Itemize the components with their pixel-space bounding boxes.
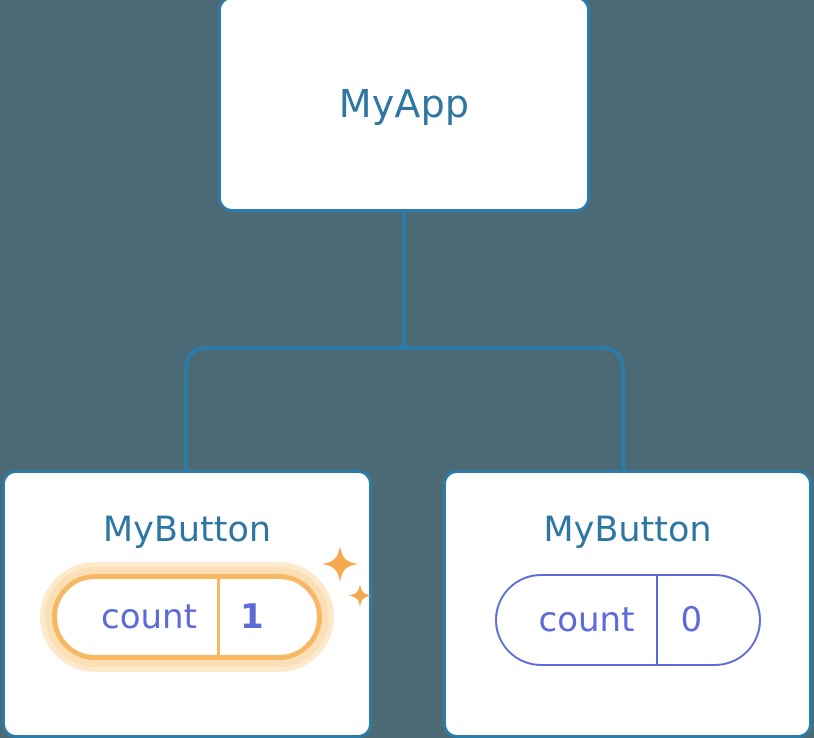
component-node-mybutton-right[interactable]: MyButton count 0 bbox=[443, 470, 812, 738]
state-pill-wrap: count 0 bbox=[494, 574, 761, 666]
component-node-content: MyButton count 1 bbox=[5, 510, 372, 660]
connector-branch-right bbox=[404, 346, 625, 474]
component-node-title: MyButton bbox=[543, 510, 712, 550]
sparkles-icon bbox=[322, 546, 372, 607]
component-node-myapp[interactable]: MyApp bbox=[218, 0, 590, 212]
component-node-title: MyApp bbox=[338, 82, 470, 126]
state-value-label: 0 bbox=[656, 576, 742, 664]
component-node-title: MyButton bbox=[102, 510, 272, 550]
state-key-label: count bbox=[101, 597, 197, 637]
state-pill-wrap: count 1 bbox=[52, 546, 372, 660]
component-node-content: MyButton count 0 bbox=[446, 513, 809, 666]
component-node-mybutton-left[interactable]: MyButton count 1 bbox=[2, 470, 372, 738]
state-pill-highlighted[interactable]: count 1 bbox=[52, 574, 322, 660]
state-pill[interactable]: count 0 bbox=[494, 574, 761, 666]
state-key-label: count bbox=[538, 600, 635, 640]
state-value-label: 1 bbox=[216, 579, 304, 655]
connector-branch-left bbox=[184, 346, 404, 474]
